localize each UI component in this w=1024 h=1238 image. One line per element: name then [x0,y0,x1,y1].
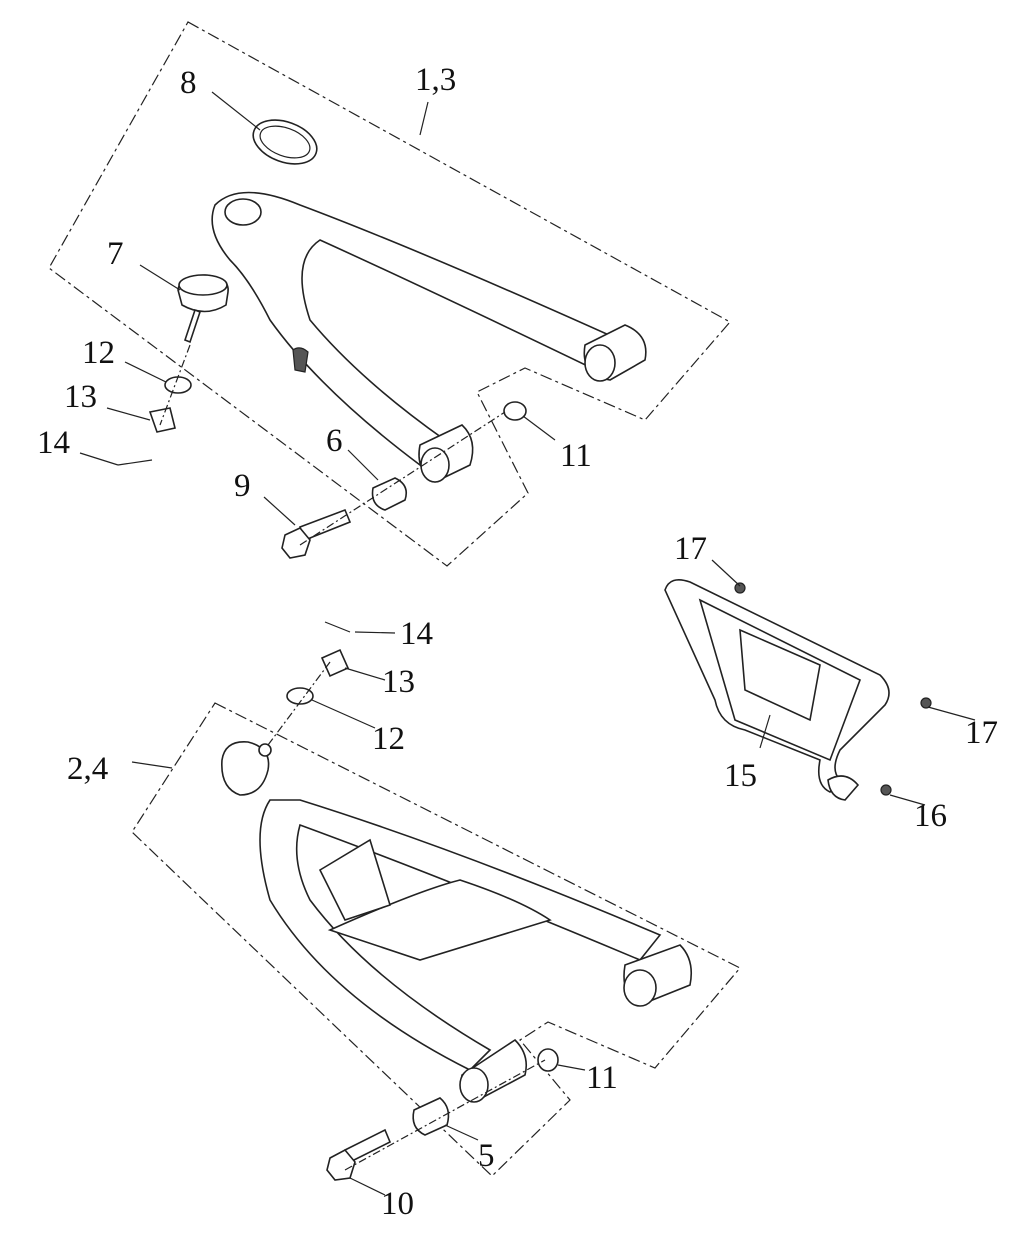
lower-arm-group-outline [131,702,741,1177]
callout-13-upper: 13 [64,379,97,415]
upper-castle-nut [148,407,176,433]
callout-1-3: 1,3 [415,62,456,98]
guard [664,579,890,801]
lower-axis-line [344,1059,546,1171]
upper-arm-group-outline [48,21,731,567]
upper-washer [164,376,192,394]
upper-axis-line [299,411,506,546]
callout-2-4: 2,4 [67,751,108,787]
callout-12-upper: 12 [82,335,115,371]
callout-5: 5 [478,1138,495,1174]
callout-16: 16 [914,798,947,834]
callout-7: 7 [107,236,124,272]
lower-cotter-pin [324,621,351,633]
callout-14-upper: 14 [37,425,70,461]
upper-bolt [281,508,352,559]
callout-10: 10 [381,1186,414,1222]
callout-15: 15 [724,758,757,794]
callout-17-b: 17 [965,715,998,751]
callout-11-lower: 11 [586,1060,618,1096]
upper-a-arm [211,191,647,483]
callout-11-upper: 11 [560,438,592,474]
callout-13-lower: 13 [382,664,415,700]
callout-8: 8 [180,65,197,101]
callout-14-lower: 14 [400,616,433,652]
leader-lines [79,91,976,1196]
lower-washer [286,687,314,705]
snap-ring [252,119,318,165]
lower-a-arm [221,741,693,1103]
upper-cap [503,401,527,421]
lower-castle-nut [320,648,350,678]
callout-6: 6 [326,423,343,459]
lower-bushing [412,1097,450,1136]
lower-bolt [326,1128,392,1181]
callout-17-a: 17 [674,531,707,567]
upper-cotter-pin [117,459,153,466]
lower-cap [537,1048,559,1072]
callout-12-lower: 12 [372,721,405,757]
callout-9: 9 [234,468,251,504]
upper-ball-joint [177,274,229,344]
guard-bolts [734,582,932,796]
